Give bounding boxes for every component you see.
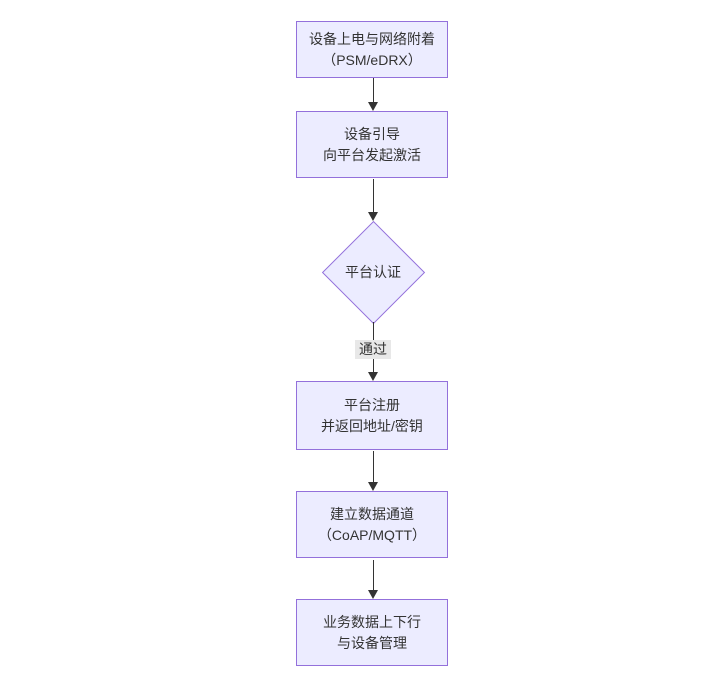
arrowhead-icon — [368, 212, 378, 221]
node-line: 平台注册 — [344, 396, 400, 413]
node-platform-register: 平台注册 并返回地址/密钥 — [296, 381, 448, 450]
node-line: 与设备管理 — [337, 634, 407, 651]
node-power-attach: 设备上电与网络附着 （PSM/eDRX） — [296, 21, 448, 78]
node-bootstrap: 设备引导 向平台发起激活 — [296, 111, 448, 178]
node-line: （CoAP/MQTT） — [317, 526, 427, 543]
node-line: （PSM/eDRX） — [322, 51, 422, 68]
node-line: 建立数据通道 — [330, 505, 414, 522]
node-data-channel: 建立数据通道 （CoAP/MQTT） — [296, 491, 448, 558]
edge-power-to-bootstrap — [368, 78, 378, 111]
edge-label-pass: 通过 — [355, 340, 391, 359]
arrowhead-icon — [368, 102, 378, 111]
edge-register-to-channel — [368, 451, 378, 491]
node-line: 向平台发起激活 — [323, 146, 421, 163]
node-line: 设备上电与网络附着 — [309, 30, 435, 47]
arrowhead-icon — [368, 482, 378, 491]
edge-line — [372, 451, 374, 482]
node-line: 平台认证 — [345, 263, 401, 280]
arrowhead-icon — [368, 372, 378, 381]
edge-channel-to-business — [368, 560, 378, 599]
node-line: 并返回地址/密钥 — [321, 417, 423, 434]
node-line: 业务数据上下行 — [323, 613, 421, 630]
edge-line — [372, 560, 374, 590]
edge-line — [372, 78, 374, 102]
arrowhead-icon — [368, 590, 378, 599]
edge-bootstrap-to-auth — [368, 179, 378, 221]
node-business-data: 业务数据上下行 与设备管理 — [296, 599, 448, 666]
node-line: 设备引导 — [344, 125, 400, 142]
node-platform-auth: 平台认证 — [321, 220, 426, 325]
edge-line — [372, 179, 374, 212]
